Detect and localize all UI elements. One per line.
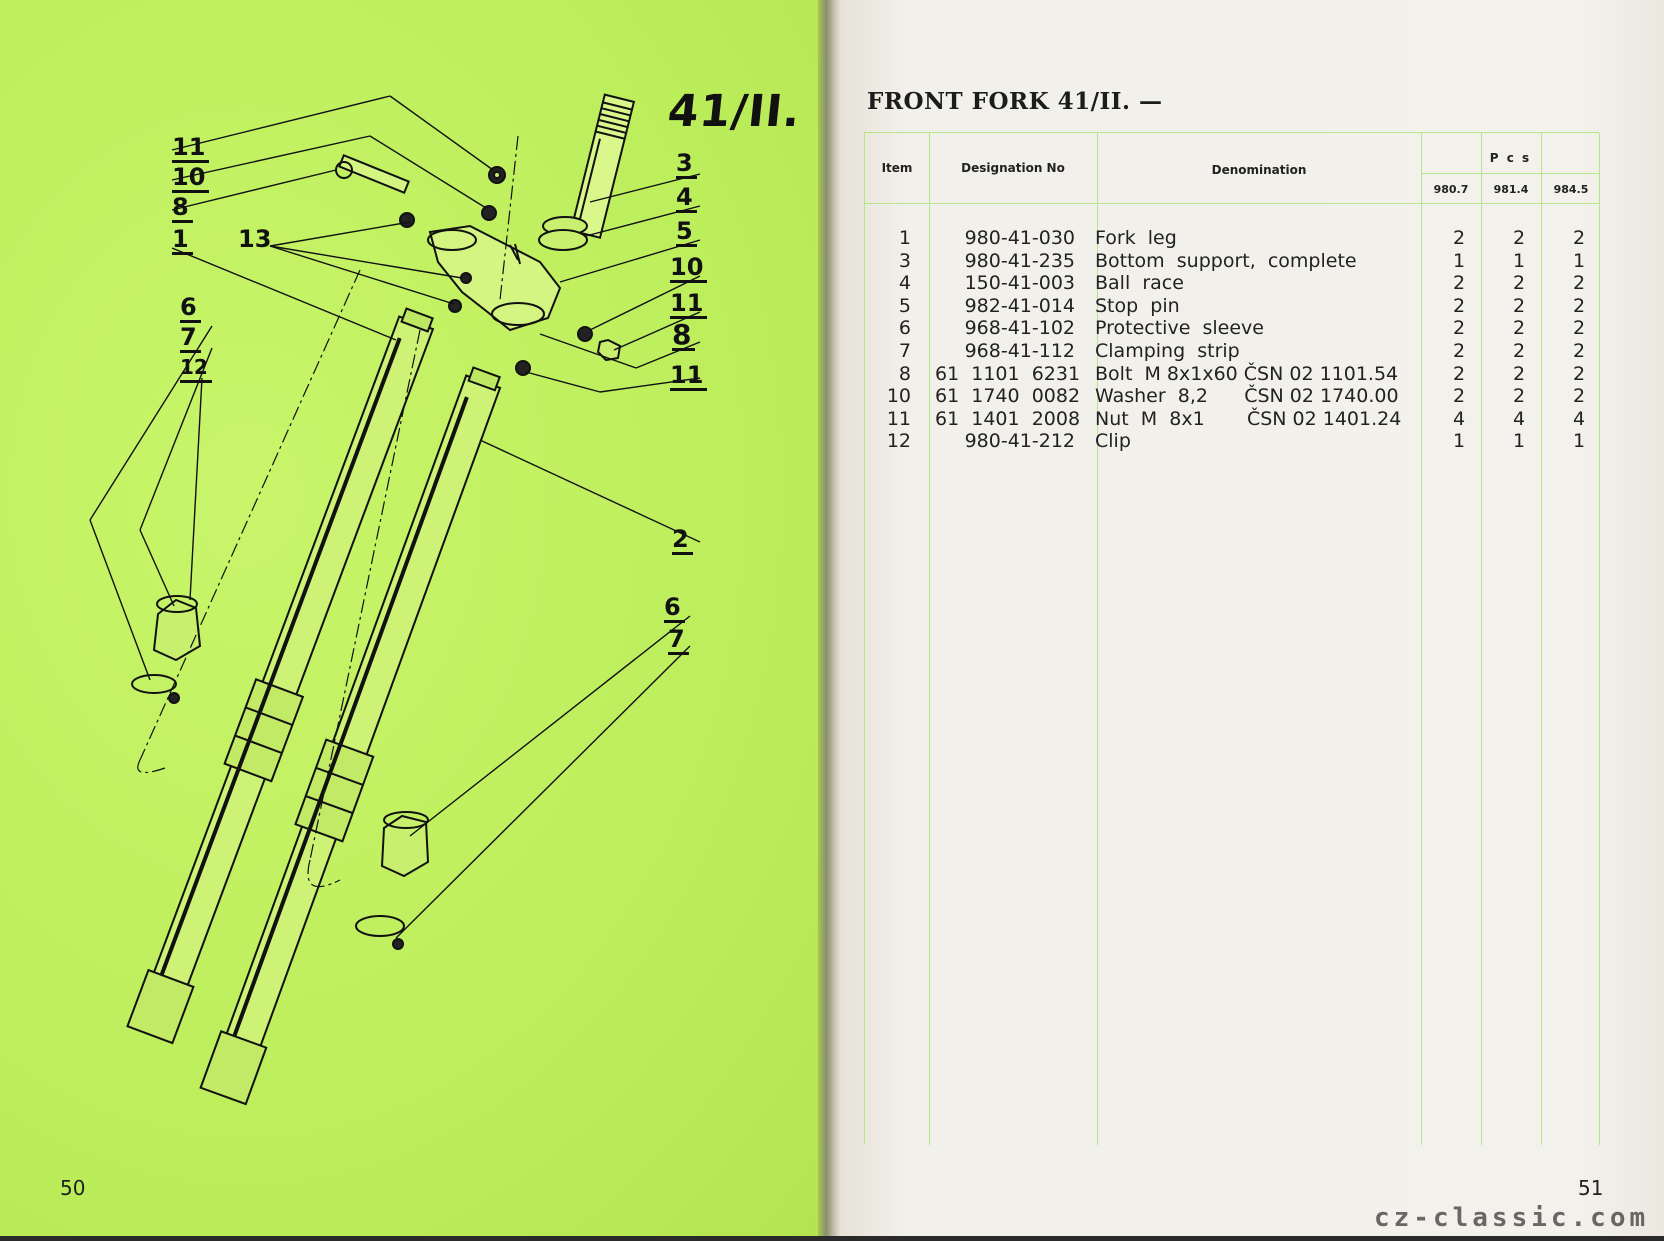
callout-6-right: 6 <box>664 594 685 623</box>
callout-12: 12 <box>180 354 212 383</box>
page-number-right: 51 <box>1578 1176 1604 1200</box>
book-gutter <box>818 0 842 1236</box>
right-page: FRONT FORK 41/II. — Item Designation No … <box>840 0 1664 1236</box>
fork-leg-right <box>199 366 502 1106</box>
callout-13: 13 <box>238 225 272 253</box>
callout-6: 6 <box>180 294 201 323</box>
page-number-left: 50 <box>60 1176 86 1200</box>
header-denomination: Denomination <box>1211 163 1307 177</box>
callout-8: 8 <box>172 194 193 223</box>
callout-7: 7 <box>180 324 201 353</box>
steering-tube <box>569 93 636 239</box>
left-page: 41/II. 11 10 8 1 13 6 7 12 3 4 5 10 11 8… <box>0 0 822 1236</box>
page-title: FRONT FORK 41/II. — <box>867 88 1163 115</box>
protective-sleeve-right <box>355 811 430 950</box>
callout-1: 1 <box>172 226 193 255</box>
figure-title: 41/II. <box>665 86 804 137</box>
header-item: Item <box>881 161 913 175</box>
callout-4: 4 <box>676 184 697 213</box>
fork-leg-left <box>126 307 435 1045</box>
callout-11-right: 11 <box>670 290 708 319</box>
header-pcs: P c s <box>1489 151 1532 165</box>
header-984-5: 984.5 <box>1553 183 1589 196</box>
callout-5: 5 <box>676 218 697 247</box>
callout-2: 2 <box>672 526 693 555</box>
header-981-4: 981.4 <box>1493 183 1529 196</box>
callout-11: 11 <box>172 134 210 163</box>
callout-3: 3 <box>676 150 697 179</box>
exploded-fork-diagram <box>89 93 701 1106</box>
header-980-7: 980.7 <box>1433 183 1469 196</box>
callout-8-right: 8 <box>672 321 696 351</box>
protective-sleeve-left <box>131 595 202 704</box>
parts-table: Item Designation No Denomination P c s 9… <box>864 132 1600 1145</box>
callout-10: 10 <box>172 164 210 193</box>
callout-7-right: 7 <box>668 626 689 655</box>
callout-11-lower: 11 <box>670 362 708 391</box>
header-designation: Designation No <box>961 161 1065 175</box>
watermark: cz-classic.com <box>1374 1203 1650 1233</box>
callout-10-right: 10 <box>670 254 708 283</box>
